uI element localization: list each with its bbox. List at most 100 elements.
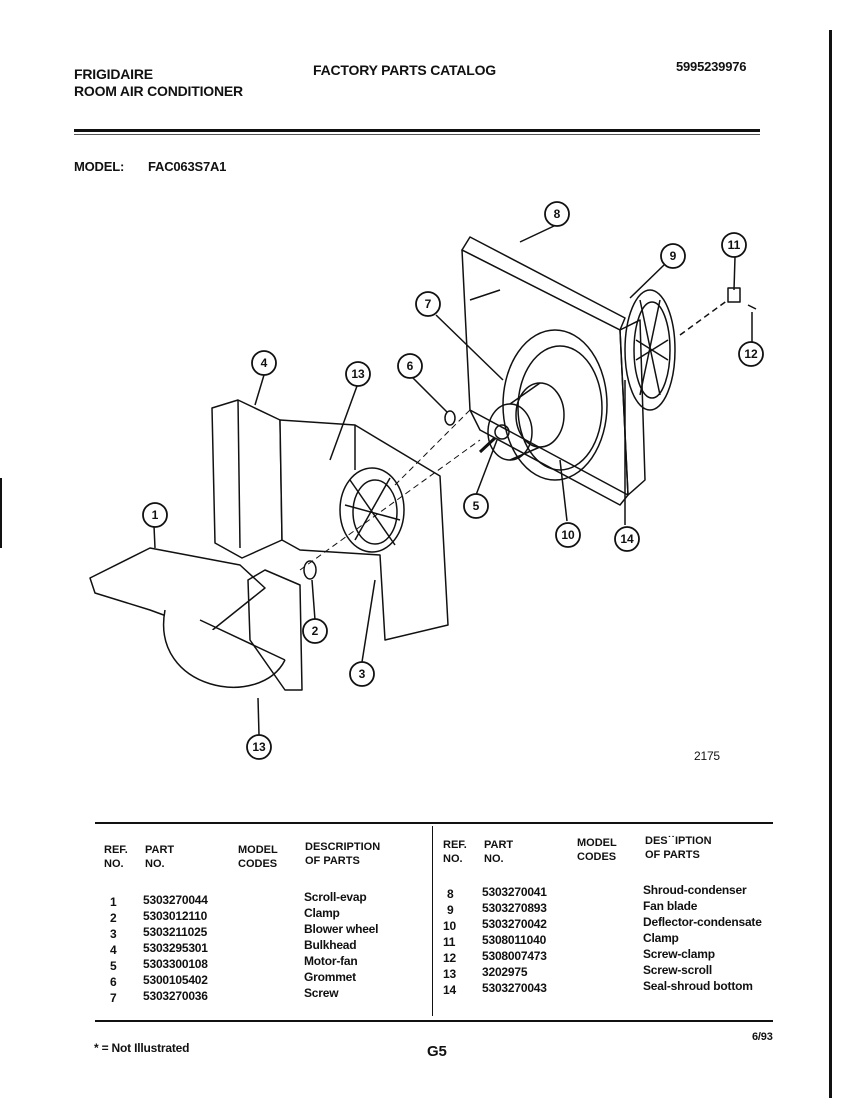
header-rule (74, 129, 760, 132)
left-part: 5303300108 (143, 957, 208, 971)
left-part: 5303270044 (143, 893, 208, 907)
callout-7: 7 (425, 297, 432, 311)
right-part: 5303270041 (482, 885, 547, 899)
left-ref: 7 (110, 991, 117, 1005)
left-ref: 6 (110, 975, 117, 989)
left-desc: Clamp (304, 906, 340, 920)
table-divider (432, 826, 433, 1016)
left-desc: Motor-fan (304, 954, 358, 968)
right-desc: Screw-clamp (643, 947, 715, 961)
scan-edge-mark (0, 478, 2, 548)
drawing-id: 2175 (694, 749, 720, 763)
callout-14-circle (614, 526, 640, 552)
brand-name: FRIGIDAIRE (74, 66, 153, 82)
header-ref-left: REF. NO. (104, 844, 128, 870)
callout-3-circle (349, 661, 375, 687)
fan-blade-drawing (624, 289, 676, 411)
callout-14: 14 (620, 532, 634, 546)
callout-3: 3 (359, 667, 366, 681)
model-label: MODEL: (74, 159, 125, 174)
right-ref: 8 (447, 887, 454, 901)
right-ref: 14 (443, 983, 456, 997)
callout-1-circle (142, 502, 168, 528)
callout-6-circle (397, 353, 423, 379)
left-ref: 4 (110, 943, 117, 957)
model-value: FAC063S7A1 (148, 159, 227, 174)
header-model-right: MODEL CODES (577, 837, 617, 863)
left-ref: 2 (110, 911, 117, 925)
callout-1: 1 (152, 508, 159, 522)
right-desc: Clamp (643, 931, 679, 945)
callout-11-circle (721, 232, 747, 258)
callout-4-circle (251, 350, 277, 376)
callout-10: 10 (561, 528, 575, 542)
left-desc: Bulkhead (304, 938, 357, 952)
callout-5-circle (463, 493, 489, 519)
catalog-title: FACTORY PARTS CATALOG (313, 62, 496, 78)
callout-4: 4 (261, 356, 268, 370)
right-ref: 9 (447, 903, 454, 917)
right-part: 5308011040 (482, 933, 547, 947)
left-part: 5303211025 (143, 925, 208, 939)
left-desc: Scroll-evap (304, 890, 367, 904)
callout-7-circle (415, 291, 441, 317)
header-part-left: PART NO. (145, 844, 175, 870)
callout-13-circle (345, 361, 371, 387)
header-part-right: PART NO. (484, 839, 514, 865)
left-desc: Grommet (304, 970, 356, 984)
callout-12-circle (738, 341, 764, 367)
right-part: 5303270042 (482, 917, 547, 931)
left-ref: 3 (110, 927, 117, 941)
catalog-number: 5995239976 (676, 59, 747, 74)
callout-8-circle (544, 201, 570, 227)
right-part: 3202975 (482, 965, 528, 979)
right-ref: 13 (443, 967, 456, 981)
callout-5: 5 (473, 499, 480, 513)
callout-2-circle (302, 618, 328, 644)
brand-block: FRIGIDAIRE ROOM AIR CONDITIONER (74, 66, 243, 100)
left-desc: Blower wheel (304, 922, 379, 936)
callout-8: 8 (554, 207, 561, 221)
left-ref: 5 (110, 959, 117, 973)
header-model-left: MODEL CODES (238, 844, 278, 870)
left-part: 5300105402 (143, 973, 208, 987)
callout-10-circle (555, 522, 581, 548)
right-ref: 11 (443, 935, 456, 949)
left-part: 5303270036 (143, 989, 208, 1003)
callout-6: 6 (407, 359, 414, 373)
header-ref-right: REF. NO. (443, 839, 467, 865)
right-part: 5303270893 (482, 901, 547, 915)
callout-13b: 13 (252, 740, 266, 754)
revision-date: 6/93 (752, 1031, 773, 1043)
right-desc: Seal-shroud bottom (643, 979, 753, 993)
right-desc: Fan blade (643, 899, 698, 913)
left-part: 5303012110 (143, 909, 208, 923)
motor-fan-drawing (478, 382, 565, 461)
left-ref: 1 (110, 895, 117, 909)
callout-9-circle (660, 243, 686, 269)
left-part: 5303295301 (143, 941, 208, 955)
footer-note: * = Not Illustrated (94, 1041, 190, 1055)
header-rule-thin (74, 134, 760, 135)
callout-13: 13 (351, 367, 365, 381)
table-rule-bottom (95, 1020, 773, 1022)
blower-wheel-drawing (339, 467, 405, 553)
page-border-right (829, 30, 832, 1098)
callout-13b-circle (246, 734, 272, 760)
bulkhead-drawing (211, 399, 449, 641)
callout-11: 11 (728, 238, 741, 252)
callout-9: 9 (670, 249, 677, 263)
scroll-evap-drawing (89, 547, 303, 691)
right-desc: Screw-scroll (643, 963, 712, 977)
callout-2: 2 (312, 624, 319, 638)
exploded-parts-diagram: 1 2 3 4 5 6 7 8 9 10 11 12 13 13 14 (89, 201, 764, 760)
callout-12: 12 (744, 347, 758, 361)
right-desc: Shroud-condenser (643, 883, 747, 897)
right-part: 5303270043 (482, 981, 547, 995)
right-desc: Deflector-condensate (643, 915, 762, 929)
header-desc-right: DES˙˙IPTION OF PARTS (645, 835, 712, 861)
table-rule-top (95, 822, 773, 824)
right-ref: 10 (443, 919, 456, 933)
page-number: G5 (427, 1043, 447, 1060)
right-part: 5308007473 (482, 949, 547, 963)
